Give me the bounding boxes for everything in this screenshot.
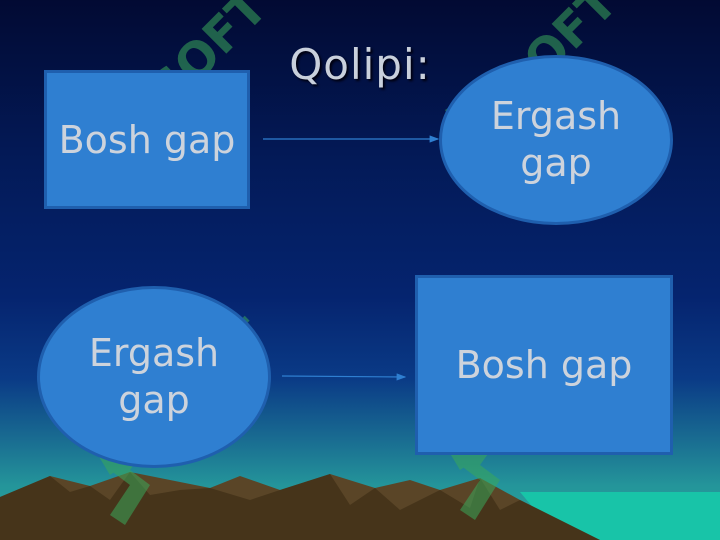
node-label: Bosh gap — [455, 343, 633, 387]
mountain-shadow — [0, 472, 600, 540]
subordinate-clause-ellipse-top: Ergash gap — [439, 55, 673, 225]
main-clause-box-bottom: Bosh gap — [415, 275, 673, 455]
node-label: Bosh gap — [58, 117, 236, 162]
main-clause-box-top: Bosh gap — [44, 70, 250, 209]
arrow-bottom — [281, 373, 407, 381]
subordinate-clause-ellipse-bottom: Ergash gap — [37, 286, 271, 468]
slide-title: Qolipi: — [289, 40, 431, 89]
node-label: Ergash gap — [88, 331, 220, 422]
node-label: Ergash gap — [490, 94, 622, 185]
